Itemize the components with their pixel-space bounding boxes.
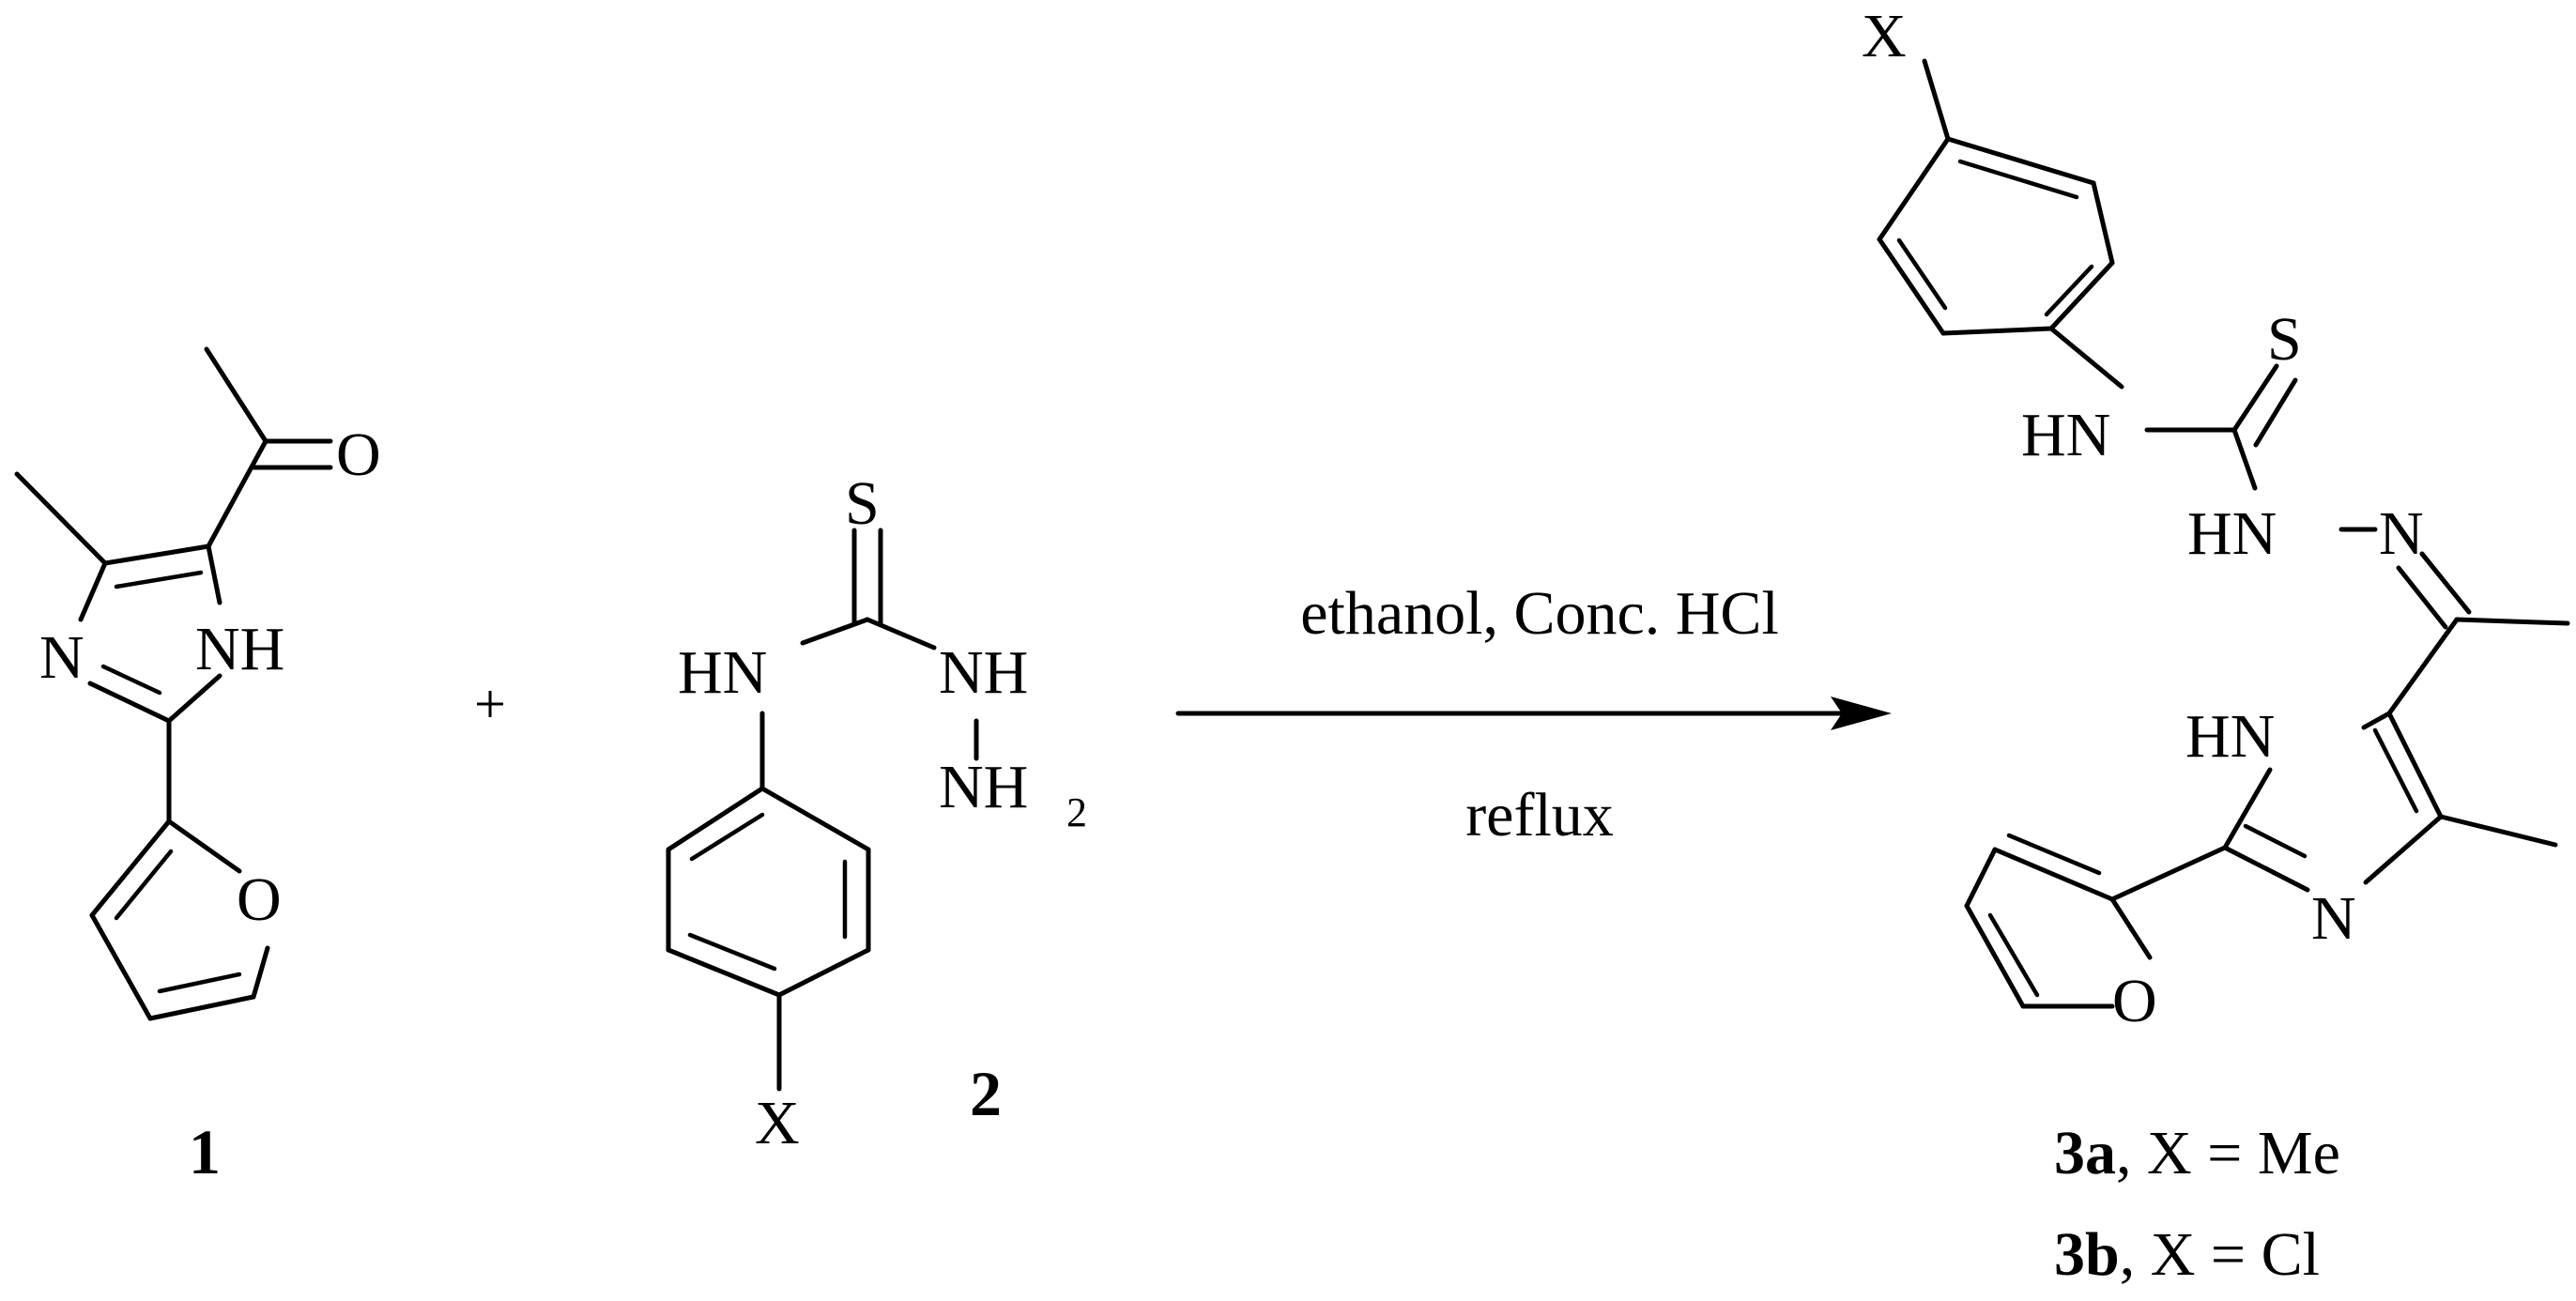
p-bond-n-c-2: [2419, 551, 2472, 615]
p-imid-nh-c2: [2222, 767, 2273, 850]
p-furan-c4-c5: [1964, 903, 2026, 1009]
compound-id-3a: 3a: [2054, 1119, 2116, 1187]
p-furan-c2-c3-inner: [2006, 833, 2102, 876]
r2-bond-hn-c: [800, 617, 870, 646]
r1-furan-c3-c2: [89, 819, 172, 918]
p-atom-n-hydrazone: N: [2379, 499, 2424, 568]
r2-atom-nh2-subscript: 2: [1066, 789, 1087, 835]
r2-atom-hn: HN: [678, 638, 767, 707]
p-atom-hn-hydrazone: HN: [2187, 499, 2277, 568]
p-imid-n-c4: [2363, 814, 2444, 885]
r2-ring-6: [666, 786, 765, 852]
r1-bond-nh-c2: [166, 673, 222, 724]
r2-ring-3: [776, 947, 871, 998]
r1-furan-c2-o: [166, 819, 242, 874]
p-bond-x-ring: [1922, 58, 1951, 142]
r1-bond-c5-nh: [206, 543, 222, 605]
p-ring-1-inner: [1957, 159, 2079, 200]
p-atom-hn-ring: HN: [2185, 702, 2275, 771]
compound-sub-3b: , X = Cl: [2120, 1220, 2320, 1289]
p-imid-c4-c5-inner: [2372, 727, 2419, 814]
p-furan-c3-c4: [1964, 847, 1998, 909]
p-ring-5: [1877, 237, 1946, 336]
p-furan-c4-c5-inner: [1987, 912, 2040, 998]
r1-bond-c4-me: [14, 471, 108, 566]
r2-atom-x: X: [755, 1089, 800, 1157]
p-imid-c5-nh: [2361, 711, 2392, 730]
compound-label-2: 2: [970, 1058, 1002, 1129]
r1-furan-c4-c3: [89, 912, 153, 1021]
r1-atom-nh-ring: NH: [195, 615, 284, 683]
compound-label-3b: 3b, X = Cl: [2054, 1220, 2320, 1289]
r1-atom-o-ketone: O: [336, 421, 381, 489]
p-ring-4: [1940, 326, 2054, 336]
p-imid-c2-n-inner: [2243, 823, 2308, 859]
r1-furan-c3-c2-inner: [114, 849, 174, 921]
p-ring-5-inner: [1896, 237, 1948, 311]
arrow-head: [1831, 696, 1892, 730]
p-bond-c-c5: [2386, 617, 2460, 716]
r2-atom-nh: NH: [939, 638, 1028, 707]
p-imid-c2-n: [2222, 845, 2310, 893]
r2-ring-6-inner: [689, 812, 765, 862]
p-furan-o-c2: [2109, 896, 2153, 960]
r2-ring-1: [759, 786, 871, 852]
arrow-condition-reagents: ethanol, Conc. HCl: [1300, 579, 1779, 648]
p-atom-hn-thio: HN: [2021, 401, 2110, 469]
r1-furan-c5-c4: [147, 994, 256, 1021]
compound-id-3b: 3b: [2054, 1220, 2120, 1289]
p-furan-c2-c3: [1992, 847, 2115, 902]
r1-atom-o-furan: O: [237, 865, 282, 934]
plus-sign: +: [474, 673, 506, 735]
r2-bond-c-nh: [865, 617, 937, 650]
r1-bond-acetyl-me: [204, 346, 268, 444]
r1-furan-o-c5: [251, 945, 270, 1000]
p-bond-c-hn: [2231, 427, 2258, 491]
r1-bond-c4-c5-inner: [114, 570, 204, 589]
p-atom-s: S: [2267, 305, 2302, 374]
r1-bond-c4-c5: [102, 543, 211, 566]
p-imid-c4-c5: [2386, 711, 2444, 819]
p-ring-2: [2091, 180, 2115, 266]
p-atom-x: X: [1862, 2, 1907, 70]
p-bond-ring-hn: [2048, 326, 2124, 390]
p-bond-cs-2: [2253, 377, 2298, 448]
reaction-arrow: ethanol, Conc. HCl reflux: [1175, 579, 1892, 849]
product-structure: X S HN HN N HN N O 3a, X = Me 3b, X = Cl: [1862, 2, 2570, 1289]
compound-label-1: 1: [189, 1116, 221, 1187]
p-bond-cs-1: [2231, 363, 2279, 433]
r2-atom-nh2: NH: [939, 753, 1028, 821]
r1-furan-c5-c4-inner: [157, 972, 242, 994]
p-atom-o-furan: O: [2112, 967, 2157, 1035]
r2-atom-s: S: [845, 469, 880, 538]
r1-bond-n-c4: [78, 560, 108, 622]
compound-label-3a: 3a, X = Me: [2054, 1119, 2340, 1187]
reactant-2-structure: S HN NH NH 2 X 2: [666, 469, 1087, 1157]
compound-sub-3a: , X = Me: [2116, 1119, 2340, 1187]
p-atom-n-ring: N: [2311, 884, 2356, 953]
arrow-condition-temperature: reflux: [1465, 781, 1614, 849]
r1-atom-n-ring: N: [39, 623, 84, 692]
r2-ring-4: [666, 947, 782, 998]
r1-bond-c2-n-inner: [100, 664, 162, 696]
p-ring-6: [1877, 136, 1951, 242]
r1-bond-c2-n: [87, 681, 172, 724]
p-bond-c4-methyl: [2438, 814, 2558, 848]
p-bond-c2-furan: [2109, 845, 2228, 902]
p-bond-n-c-1: [2396, 565, 2448, 630]
p-ring-3: [2048, 260, 2115, 331]
r2-ring-4-inner: [687, 932, 777, 972]
r1-bond-c-c5: [206, 438, 268, 549]
p-bond-c-methyl: [2454, 617, 2570, 626]
p-ring-1: [1945, 136, 2096, 186]
p-ring-3-inner: [2044, 264, 2094, 317]
reactant-1-structure: O N NH O 1: [14, 346, 381, 1187]
